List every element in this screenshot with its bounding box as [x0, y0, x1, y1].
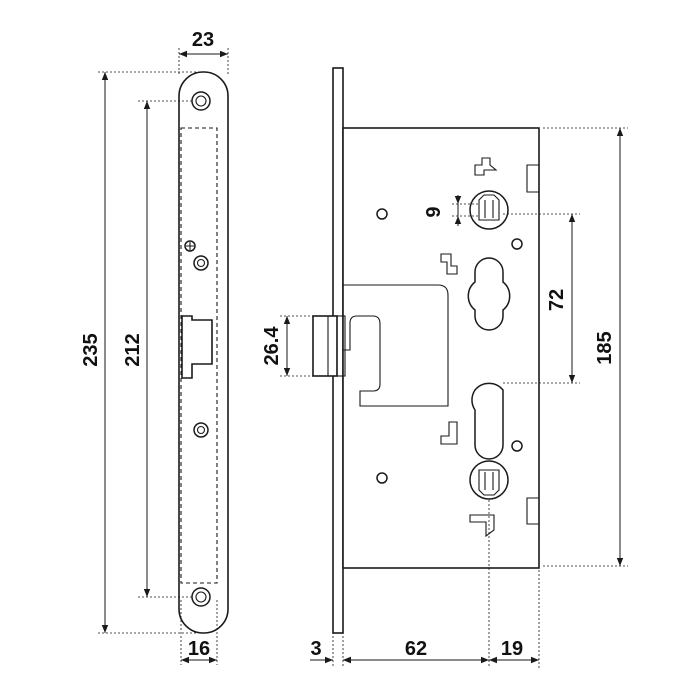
keyhole-upper [467, 257, 511, 331]
dim-total-height: 235 [80, 333, 102, 366]
front-view-dimensions: 23 235 212 16 [80, 29, 229, 665]
dim-faceplate-thickness: 16 [188, 638, 210, 660]
hook-upper [474, 157, 498, 176]
dim-plate-thickness: 3 [310, 638, 321, 660]
dim-screw-spacing: 212 [122, 333, 144, 366]
dim-offset: 19 [501, 638, 523, 660]
side-view-dimensions: 26.4 9 72 185 3 62 19 [261, 127, 628, 668]
faceplate-front-view [178, 71, 229, 634]
mount-hole-lower-mid [511, 440, 523, 452]
latch-mechanism [343, 284, 449, 407]
follower-lower [469, 460, 509, 500]
notch-lower [526, 497, 539, 525]
dim-latch-height: 26.4 [261, 326, 283, 366]
dim-square-size: 9 [423, 206, 445, 217]
dim-center-distance: 72 [546, 289, 568, 311]
top-screw-hole [191, 91, 211, 111]
mount-hole-mid [511, 238, 523, 250]
mount-hole-top [376, 208, 388, 220]
middle-screw-hole-upper [193, 255, 209, 271]
follower-upper [469, 190, 509, 230]
bottom-screw-hole [191, 587, 211, 607]
latch-bolt [312, 315, 338, 377]
dim-body-height: 185 [594, 331, 616, 364]
side-tab-lower [440, 421, 458, 445]
notch-upper [526, 164, 539, 193]
latch-opening [181, 315, 213, 379]
dim-faceplate-width: 23 [192, 29, 214, 51]
middle-screw-hole-lower [193, 422, 209, 438]
mount-hole-bottom [376, 472, 388, 484]
hook-lower [469, 514, 495, 538]
side-tab-upper [440, 253, 458, 275]
keyhole-lower [471, 382, 504, 460]
lock-body [342, 127, 540, 569]
lock-side-view [312, 67, 540, 634]
lock-body-hidden-outline [180, 127, 218, 584]
dim-backset: 62 [405, 638, 427, 660]
